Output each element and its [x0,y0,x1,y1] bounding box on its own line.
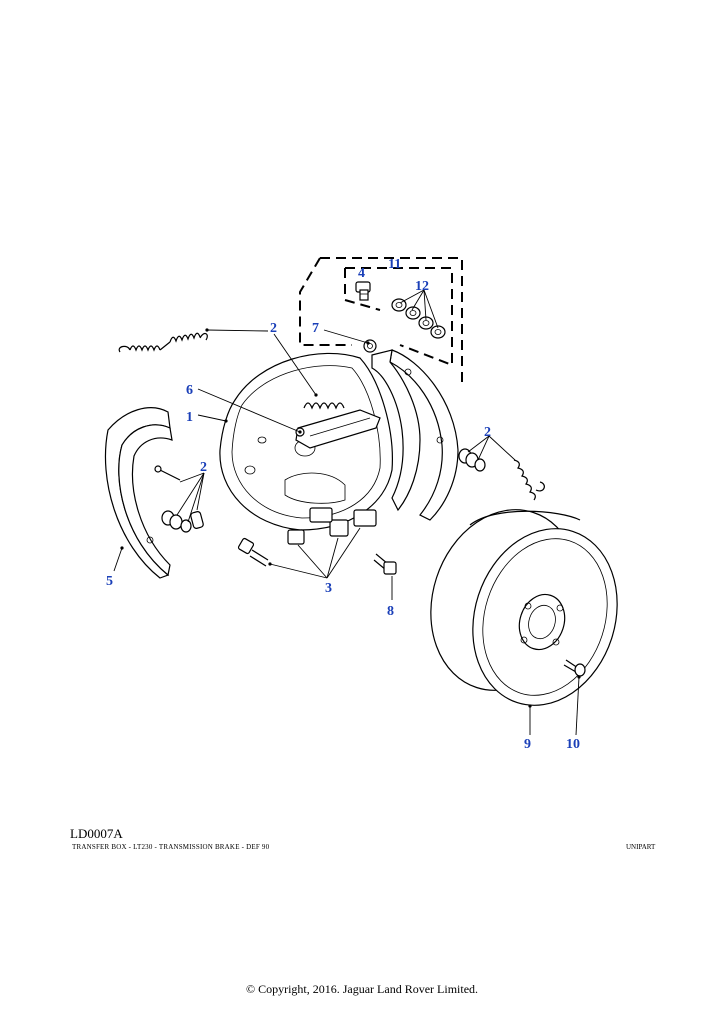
washer-set [391,298,446,339]
callout-10[interactable]: 10 [566,737,580,752]
leader-lines [113,289,581,736]
callout-5[interactable]: 5 [106,574,113,589]
pin-clip-left [154,465,204,533]
brand-label: UNIPART [626,843,656,851]
bolt-left [237,537,269,567]
diagram-subtitle: TRANSFER BOX - LT230 - TRANSMISSION BRAK… [72,843,270,851]
callout-3[interactable]: 3 [325,581,332,596]
callout-7[interactable]: 7 [312,321,319,336]
copyright-notice: © Copyright, 2016. Jaguar Land Rover Lim… [245,982,479,996]
spring-backplate [303,402,345,410]
bolt-8 [373,553,397,575]
callout-labels: 1 2 2 2 3 4 5 6 7 8 9 10 11 12 [106,257,580,752]
kit-dashed-box [299,257,463,382]
callout-2-top[interactable]: 2 [270,321,277,336]
brake-shoe-left [104,407,173,579]
callout-1[interactable]: 1 [186,410,193,425]
spring-right [458,448,545,501]
callout-9[interactable]: 9 [524,737,531,752]
pin-part [355,281,371,301]
spring-upper-left [118,332,208,353]
callout-11[interactable]: 11 [388,257,401,272]
callout-2-right[interactable]: 2 [484,425,491,440]
callout-8[interactable]: 8 [387,604,394,619]
callout-4[interactable]: 4 [358,266,365,281]
callout-2-left[interactable]: 2 [200,460,207,475]
adjuster-clips [287,507,377,545]
diagram-code: LD0007A [70,826,123,841]
callout-6[interactable]: 6 [186,383,193,398]
brake-drum [430,509,618,706]
lever-part [295,409,381,449]
callout-12[interactable]: 12 [415,279,429,294]
